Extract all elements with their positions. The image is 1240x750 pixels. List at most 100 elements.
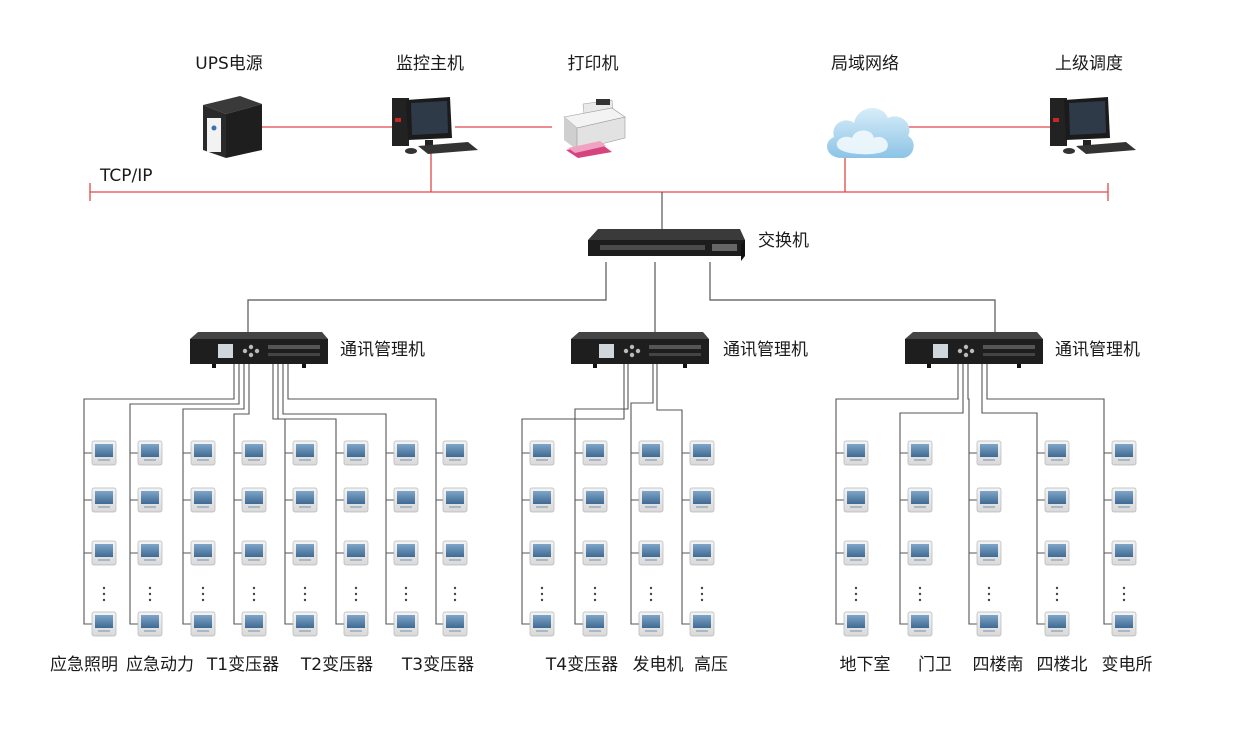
group-label: T3变压器: [401, 655, 475, 675]
meter-icon: [582, 487, 608, 513]
meter-icon: [137, 487, 163, 513]
meter-icon: [190, 487, 216, 513]
ellipsis-icon: [700, 586, 704, 602]
red-links: [89, 126, 1109, 201]
meter-icon: [91, 440, 117, 466]
meter-icon: [689, 440, 715, 466]
meter-icon: [241, 487, 267, 513]
meter-icon: [393, 440, 419, 466]
meter-icon: [1044, 611, 1070, 637]
meter-icon: [689, 611, 715, 637]
ellipsis-icon: [1122, 586, 1126, 602]
meter-icon: [582, 440, 608, 466]
bus-label: TCP/IP: [100, 166, 153, 186]
printer-icon: [563, 99, 626, 158]
dispatch-label: 上级调度: [1055, 54, 1123, 74]
meter-icon: [843, 487, 869, 513]
meter-icon: [582, 540, 608, 566]
group-label: 应急动力: [126, 655, 194, 675]
meter-icon: [529, 611, 555, 637]
comm-manager-icon: [905, 332, 1043, 368]
monitor-host-label: 监控主机: [396, 54, 464, 74]
group-label: 四楼南: [972, 655, 1024, 675]
meter-icon: [137, 440, 163, 466]
ups-icon: [203, 96, 262, 158]
ellipsis-icon: [303, 586, 307, 602]
meter-icon: [343, 540, 369, 566]
group-label: 应急照明: [50, 655, 118, 675]
ellipsis-icon: [1055, 586, 1059, 602]
meter-icon: [638, 487, 664, 513]
meter-icon: [343, 487, 369, 513]
meter-icon: [529, 540, 555, 566]
meter-icon: [1111, 440, 1137, 466]
computer-icon: [1050, 97, 1136, 154]
printer-label: 打印机: [567, 54, 619, 74]
meter-icon: [843, 611, 869, 637]
meter-icon: [442, 440, 468, 466]
backbone-wires: [247, 192, 996, 334]
group-label: T4变压器: [545, 655, 619, 675]
meter-icon: [442, 540, 468, 566]
meter-icon: [529, 440, 555, 466]
meter-icon: [393, 487, 419, 513]
meter-icon: [343, 611, 369, 637]
meter-icon: [638, 611, 664, 637]
meter-icon: [292, 611, 318, 637]
meter-icon: [91, 540, 117, 566]
meter-icon: [137, 540, 163, 566]
ellipsis-icon: [918, 586, 922, 602]
meter-icon: [689, 540, 715, 566]
meter-icon: [190, 440, 216, 466]
group-label: 发电机: [632, 655, 684, 675]
meter-icon: [1044, 540, 1070, 566]
meter-icon: [442, 487, 468, 513]
ellipsis-icon: [201, 586, 205, 602]
group-label: 变电所: [1101, 655, 1153, 675]
ellipsis-icon: [854, 586, 858, 602]
meter-icon: [976, 540, 1002, 566]
group-label: 四楼北: [1036, 655, 1088, 675]
group-label: 地下室: [839, 655, 891, 675]
meter-icon: [241, 440, 267, 466]
meter-icon: [529, 487, 555, 513]
meter-icon: [292, 540, 318, 566]
meter-icon: [1044, 440, 1070, 466]
switch-label: 交换机: [758, 231, 809, 251]
meter-icon: [638, 440, 664, 466]
meter-icon: [343, 440, 369, 466]
manager-label: 通讯管理机: [723, 340, 808, 360]
meter-icon: [907, 611, 933, 637]
computer-icon: [392, 97, 478, 154]
meter-icon: [241, 540, 267, 566]
meter-icon: [1044, 487, 1070, 513]
meter-icon: [907, 540, 933, 566]
comm-manager-icon: [190, 332, 328, 368]
ellipsis-icon: [987, 586, 991, 602]
ellipsis-icon: [102, 586, 106, 602]
ellipsis-icon: [453, 586, 457, 602]
meter-icon: [976, 611, 1002, 637]
switch-icon: [588, 229, 745, 261]
ellipsis-icon: [148, 586, 152, 602]
meter-icon: [241, 611, 267, 637]
ups-label: UPS电源: [195, 54, 263, 74]
meter-icon: [393, 611, 419, 637]
meter-icon: [292, 440, 318, 466]
ellipsis-icon: [593, 586, 597, 602]
meter-icon: [190, 540, 216, 566]
meter-icon: [91, 611, 117, 637]
meter-icon: [843, 440, 869, 466]
ellipsis-icon: [649, 586, 653, 602]
meter-icon: [843, 540, 869, 566]
cloud-icon: [827, 107, 914, 158]
ellipsis-icon: [354, 586, 358, 602]
group-label: 门卫: [918, 655, 952, 675]
meter-icon: [1111, 487, 1137, 513]
group-label: T1变压器: [206, 655, 280, 675]
ellipsis-icon: [252, 586, 256, 602]
meter-icon: [91, 487, 117, 513]
meter-icon: [442, 611, 468, 637]
group-label: 高压: [694, 655, 728, 675]
